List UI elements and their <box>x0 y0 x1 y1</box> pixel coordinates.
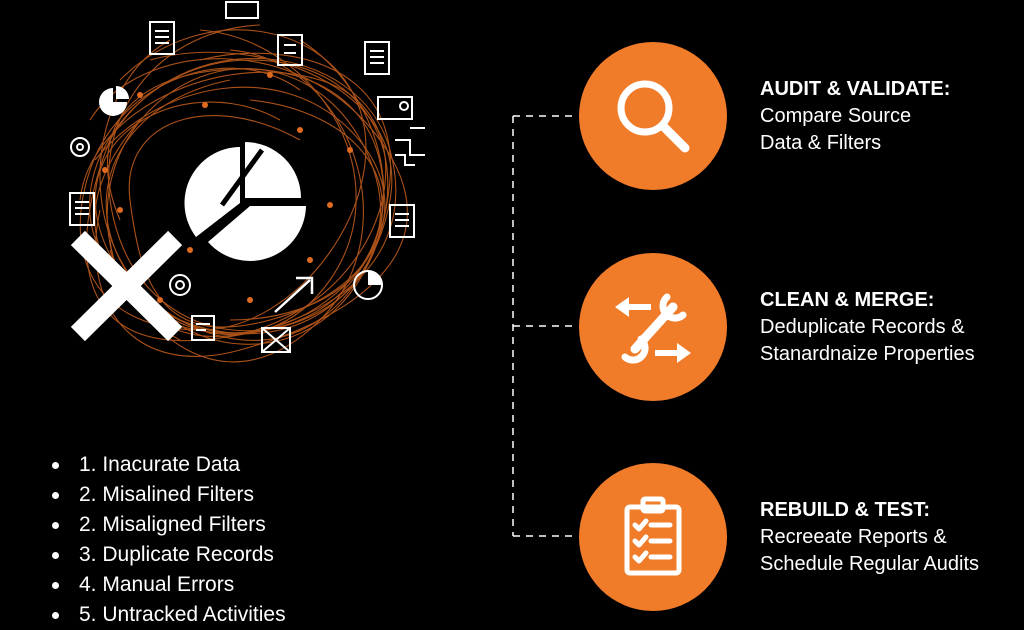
issues-list: 1. Inacurate Data 2. Misalined Filters 2… <box>52 450 286 630</box>
arrow-icon <box>274 276 314 313</box>
gear-icon <box>70 137 191 296</box>
issue-item: 2. Misaligned Filters <box>52 510 286 540</box>
step-audit-text: AUDIT & VALIDATE: Compare Source Data & … <box>760 76 1020 157</box>
step-description: Compare Source Data & Filters <box>760 105 912 154</box>
dashed-connector <box>512 115 577 537</box>
step-description: Deduplicate Records & Stanardnaize Prope… <box>760 316 975 365</box>
scatter-dots <box>102 72 353 303</box>
issue-item: 4. Manual Errors <box>52 570 286 600</box>
step-clean-circle <box>579 253 727 401</box>
issue-item: 1. Inacurate Data <box>52 450 286 480</box>
error-x-icon <box>70 230 183 342</box>
step-rebuild-circle <box>579 463 727 611</box>
data-chaos-illustration <box>69 1 425 363</box>
clipboard-checklist-icon <box>624 496 682 576</box>
issue-item: 3. Duplicate Records <box>52 540 286 570</box>
step-clean-text: CLEAN & MERGE: Deduplicate Records & Sta… <box>760 287 1020 368</box>
step-audit-circle <box>579 42 727 190</box>
flowchart-icon <box>395 127 425 166</box>
pie-chart-icon <box>184 142 306 261</box>
step-title: CLEAN & MERGE: <box>760 289 935 311</box>
step-title: REBUILD & TEST: <box>760 499 930 521</box>
tangled-lines <box>79 24 408 363</box>
issue-item: 5. Untracked Activities <box>52 600 286 630</box>
step-title: AUDIT & VALIDATE: <box>760 78 951 100</box>
step-description: Recreeate Reports & Schedule Regular Aud… <box>760 526 980 575</box>
magnifier-icon <box>617 80 690 153</box>
document-icons <box>69 1 415 341</box>
wrench-arrows-icon <box>615 293 691 364</box>
small-pie-icons <box>99 86 383 300</box>
issue-item: 2. Misalined Filters <box>52 480 286 510</box>
step-rebuild-text: REBUILD & TEST: Recreeate Reports & Sche… <box>760 497 1020 578</box>
network-icon <box>261 327 291 353</box>
